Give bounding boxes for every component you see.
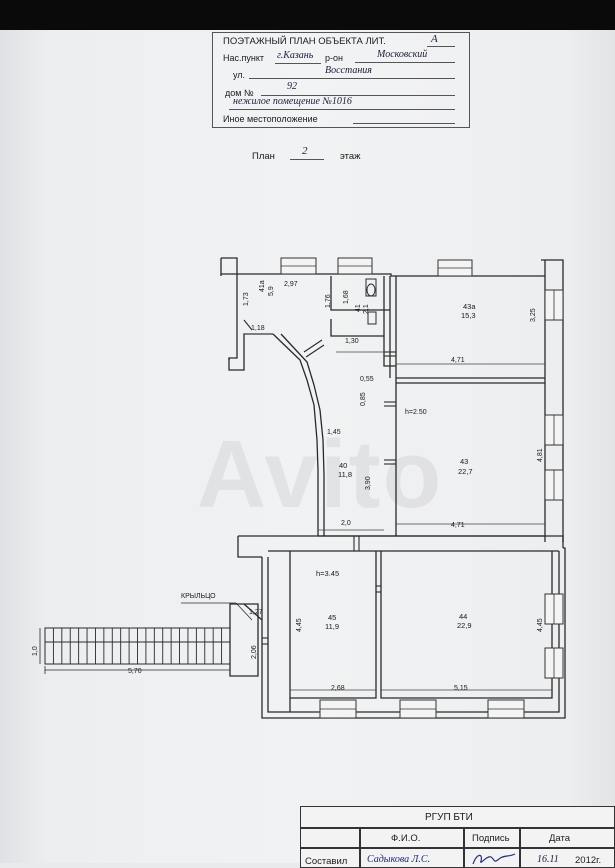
room-40-area: 11,8 [338, 470, 353, 479]
height-3-45: h=3.45 [316, 569, 340, 578]
premise-value: нежилое помещение №1016 [233, 96, 352, 107]
floor-label: этаж [340, 151, 361, 162]
room-45-number: 45 [328, 613, 337, 622]
dim-1-68: 1,68 [343, 290, 350, 304]
stamp-name-cell: Садыкова Л.С. [360, 848, 464, 868]
floor-value: 2 [302, 145, 308, 157]
lit-value: А [431, 33, 438, 45]
stamp-fio-cell: Ф.И.О. [360, 828, 464, 848]
house-value: 92 [287, 81, 297, 92]
dim-3-25: 3,25 [530, 308, 537, 322]
avito-watermark: Avito [196, 421, 444, 528]
room-44-area: 22,9 [457, 621, 472, 630]
dim-1-18: 1,18 [251, 325, 265, 332]
dim-2-06: 2,06 [251, 645, 258, 659]
room-43-area: 22,7 [458, 467, 473, 476]
locality-value: г.Казань [277, 50, 314, 61]
room-40-number: 40 [339, 461, 348, 470]
street-value: Восстания [325, 65, 372, 76]
district-value: Московский [377, 49, 428, 60]
dim-5-15: 5,15 [454, 685, 468, 692]
dim-1-30: 1,30 [345, 338, 359, 345]
dim-2-97: 2,97 [284, 281, 298, 288]
bti-stamp: РГУП БТИ Ф.И.О. Подпись Дата Составил Са… [300, 806, 615, 868]
stamp-role: Составил [305, 856, 348, 867]
dim-2-0: 2,0 [341, 520, 351, 527]
room-41a-area: 5,9 [268, 286, 275, 296]
room-41-number: 41 [355, 304, 362, 312]
dim-0-85: 0,85 [360, 392, 367, 406]
stamp-signature-cell [464, 848, 520, 868]
dim-4-71-bottom: 4,71 [451, 522, 465, 529]
top-dark-band [0, 0, 615, 30]
dim-2-68: 2,68 [331, 685, 345, 692]
dim-1-0: 1,0 [32, 646, 39, 656]
room-41-area: 2,1 [363, 304, 370, 314]
stamp-org-cell: РГУП БТИ [300, 806, 615, 828]
room-43a-number: 43а [463, 302, 476, 311]
porch-label: КРЫЛЬЦО [181, 593, 216, 600]
dim-1-27: 1,27 [249, 609, 263, 616]
stamp-sign-header: Подпись [472, 833, 510, 844]
dim-4-81: 4,81 [537, 448, 544, 462]
plan-title: ПОЭТАЖНЫЙ ПЛАН ОБЪЕКТА ЛИТ. [223, 36, 386, 47]
street-label: ул. [233, 70, 246, 80]
locality-label: Нас.пункт [223, 53, 265, 63]
dim-4-45-right: 4,45 [537, 618, 544, 632]
stamp-year: 2012г. [575, 855, 602, 866]
stamp-date-header: Дата [549, 833, 571, 844]
dim-1-73: 1,73 [243, 292, 250, 306]
room-41a-number: 41а [259, 280, 266, 292]
plan-label: План [252, 151, 275, 162]
house-label: дом № [225, 88, 254, 98]
stamp-fio-header: Ф.И.О. [391, 833, 421, 844]
dim-0-55: 0,55 [360, 376, 374, 383]
document-page [0, 30, 615, 863]
dim-3-90: 3,90 [365, 476, 372, 490]
stamp-role-cell: Составил [300, 848, 360, 868]
signature-image [472, 853, 516, 865]
dim-1-45: 1,45 [327, 429, 341, 436]
room-43-number: 43 [460, 457, 469, 466]
stamp-org: РГУП БТИ [425, 812, 473, 823]
stamp-date-cell: Дата [520, 828, 615, 848]
room-44-number: 44 [459, 612, 468, 621]
dim-4-45-left: 4,45 [296, 618, 303, 632]
dim-5-70: 5,70 [128, 668, 142, 675]
district-label: р-он [325, 53, 343, 63]
stamp-date: 16.11 [537, 854, 559, 865]
other-location-label: Иное местоположение [223, 114, 318, 124]
dim-1-76: 1,76 [325, 294, 332, 308]
room-45-area: 11,9 [325, 622, 340, 631]
stamp-date-value-cell: 16.11 2012г. [520, 848, 615, 868]
height-2-50: h=2.50 [405, 409, 427, 416]
dim-4-71-top: 4,71 [451, 357, 465, 364]
stamp-sign-cell: Подпись [464, 828, 520, 848]
stamp-name: Садыкова Л.С. [367, 854, 431, 865]
header-box: ПОЭТАЖНЫЙ ПЛАН ОБЪЕКТА ЛИТ. А Нас.пункт … [212, 32, 470, 128]
room-43a-area: 15,3 [461, 311, 476, 320]
